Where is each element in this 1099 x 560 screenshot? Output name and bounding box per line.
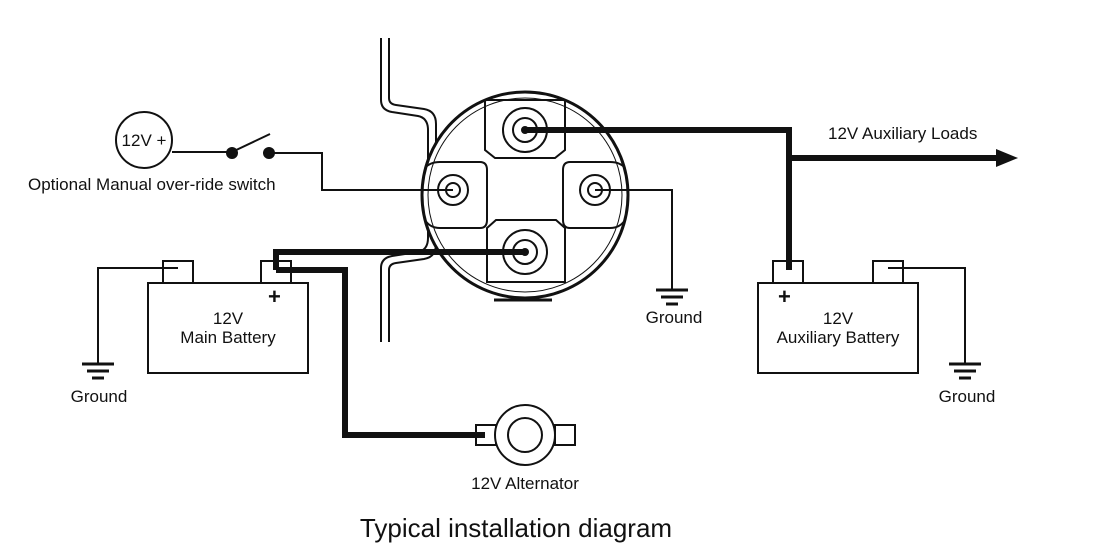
switch-source-label: 12V + <box>122 131 167 150</box>
heavy-cables <box>273 127 1000 438</box>
aux-loads-label: 12V Auxiliary Loads <box>828 124 977 143</box>
aux-battery-name: Auxiliary Battery <box>777 328 900 347</box>
auxiliary-battery: + 12V Auxiliary Battery <box>757 260 919 374</box>
alternator-label: 12V Alternator <box>471 474 579 493</box>
relay-housing <box>420 90 630 300</box>
ground-label-right: Ground <box>939 387 996 406</box>
ground-label-center: Ground <box>646 308 703 327</box>
switch-contact-left <box>226 147 238 159</box>
ground-symbol-right <box>949 362 981 380</box>
main-battery: + 12V Main Battery <box>147 260 309 374</box>
main-battery-voltage: 12V <box>213 309 244 328</box>
ground-label-left: Ground <box>71 387 128 406</box>
solenoid-relay <box>420 90 630 302</box>
switch-power-source: 12V + <box>115 111 173 169</box>
ground-symbol-center <box>656 288 688 306</box>
loads-arrow-icon <box>996 149 1018 167</box>
main-battery-plus-sign: + <box>268 284 281 309</box>
aux-battery-plus-sign: + <box>778 284 791 309</box>
thin-wires <box>97 133 966 364</box>
diagram-title: Typical installation diagram <box>360 513 672 543</box>
switch-contact-right <box>263 147 275 159</box>
main-battery-negative-terminal <box>162 260 194 284</box>
ground-symbol-left <box>82 362 114 380</box>
aux-battery-negative-terminal <box>872 260 904 284</box>
main-battery-name: Main Battery <box>180 328 276 347</box>
aux-battery-voltage: 12V <box>823 309 854 328</box>
alternator: 12V Alternator <box>471 404 579 493</box>
override-switch-label: Optional Manual over-ride switch <box>28 175 276 194</box>
